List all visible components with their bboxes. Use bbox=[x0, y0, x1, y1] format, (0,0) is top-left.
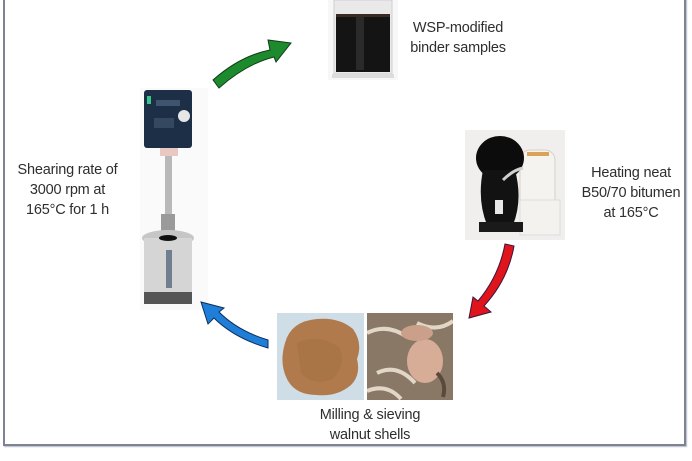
label-line: at 165°C bbox=[603, 205, 659, 221]
arrow-shearing-to-product bbox=[212, 39, 292, 89]
label-line: walnut shells bbox=[329, 427, 411, 443]
label-line: binder samples bbox=[410, 40, 506, 56]
label-line: Milling & sieving bbox=[319, 407, 421, 423]
walnut-shells-photo bbox=[367, 313, 453, 400]
step-label-milling: Milling & sieving walnut shells bbox=[300, 405, 440, 445]
label-line: WSP-modified bbox=[412, 20, 504, 36]
label-line: 165°C for 1 h bbox=[26, 202, 109, 218]
arrow-heating-to-milling bbox=[468, 243, 515, 319]
label-line: Heating neat bbox=[591, 165, 671, 181]
heating-pot-photo bbox=[465, 130, 565, 240]
label-line: 3000 rpm at bbox=[29, 182, 106, 198]
step-label-product: WSP-modified binder samples bbox=[403, 18, 513, 58]
beaker-photo bbox=[328, 0, 398, 80]
walnut-powder-photo bbox=[277, 313, 364, 400]
shear-mixer-photo bbox=[140, 88, 208, 310]
walnut-shells-icon bbox=[367, 313, 453, 400]
step-label-heating: Heating neat B50/70 bitumen at 165°C bbox=[576, 163, 686, 223]
heating-pot-icon bbox=[465, 130, 565, 240]
arrow-milling-to-shearing bbox=[200, 301, 269, 349]
shear-mixer-icon bbox=[140, 88, 208, 310]
label-line: B50/70 bitumen bbox=[581, 185, 681, 201]
powder-pile-icon bbox=[277, 313, 364, 400]
label-line: Shearing rate of bbox=[17, 162, 118, 178]
beaker-icon bbox=[328, 0, 398, 80]
step-label-shearing: Shearing rate of 3000 rpm at 165°C for 1… bbox=[5, 160, 130, 220]
